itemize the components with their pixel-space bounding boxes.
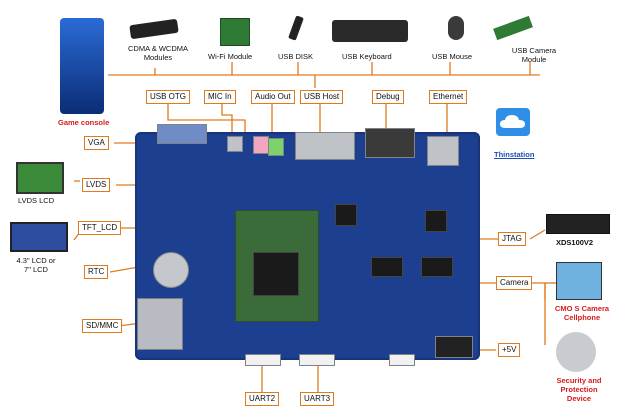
uart2-connector [245, 354, 281, 366]
jtag-box: JTAG [498, 232, 526, 246]
memory-chip-1 [371, 257, 403, 277]
debug-port [365, 128, 415, 158]
vga-port [157, 124, 207, 144]
vga-box: VGA [84, 136, 109, 150]
usb-host-ports [295, 132, 355, 160]
mic-jack [253, 136, 269, 154]
ethernet-box: Ethernet [429, 90, 468, 104]
usb-keyboard-label: USB Keyboard [342, 52, 392, 61]
ethernet-port [427, 136, 459, 166]
camera-box: Camera [496, 276, 533, 290]
debug-box: Debug [372, 90, 404, 104]
cloud-icon [496, 108, 530, 136]
audio-out-box: Audio Out [251, 90, 295, 104]
uart2-box: UART2 [245, 392, 280, 406]
usb-otg-box: USB OTG [146, 90, 191, 104]
wifi-module-image [220, 18, 250, 46]
game-console-label: Game console [58, 118, 110, 127]
rtc-battery [153, 252, 189, 288]
xds100v2-image [546, 214, 610, 234]
uart-connector-3 [389, 354, 415, 366]
power-jack [435, 336, 473, 358]
xds100v2-label: XDS100V2 [556, 238, 594, 247]
cmos-camera-image [556, 262, 602, 300]
tft-lcd-image [10, 222, 68, 252]
rtc-box: RTC [84, 265, 109, 279]
uart3-box: UART3 [300, 392, 335, 406]
security-label: Security and Protection Device [556, 376, 602, 403]
wifi-label: Wi-Fi Module [208, 52, 253, 61]
usb-host-box: USB Host [300, 90, 344, 104]
game-console-image [60, 18, 104, 114]
uart3-connector [299, 354, 335, 366]
memory-chip-2 [421, 257, 453, 277]
usb-mouse-label: USB Mouse [432, 52, 473, 61]
usb-disk-label: USB DISK [278, 52, 314, 61]
main-processor [253, 252, 299, 296]
lvds-box: LVDS [82, 178, 111, 192]
tft-lcd-label: 4.3" LCD or 7" LCD [16, 256, 56, 274]
cmos-camera-label: CMO S Camera Cellphone [554, 304, 610, 322]
power-5v-box: +5V [498, 343, 521, 357]
usb-keyboard-image [332, 20, 408, 42]
sd-mmc-box: SD/MMC [82, 319, 123, 333]
sd-slot [137, 298, 183, 350]
mic-in-box: MIC In [204, 90, 236, 104]
usb-camera-label: USB Camera Module [511, 46, 557, 64]
ic-chip-2 [425, 210, 447, 232]
lvds-lcd-image [16, 162, 64, 194]
cdma-label: CDMA & WCDMA Modules [128, 44, 188, 62]
tft-lcd-box: TFT_LCD [78, 221, 122, 235]
evaluation-board [135, 124, 480, 366]
usb-otg-port [227, 136, 243, 152]
usb-mouse-image [448, 16, 464, 40]
lvds-lcd-label: LVDS LCD [18, 196, 55, 205]
audio-jack [268, 138, 284, 156]
ic-chip-1 [335, 204, 357, 226]
security-camera-image [556, 332, 596, 372]
thinstation-label: Thinstation [494, 150, 535, 159]
